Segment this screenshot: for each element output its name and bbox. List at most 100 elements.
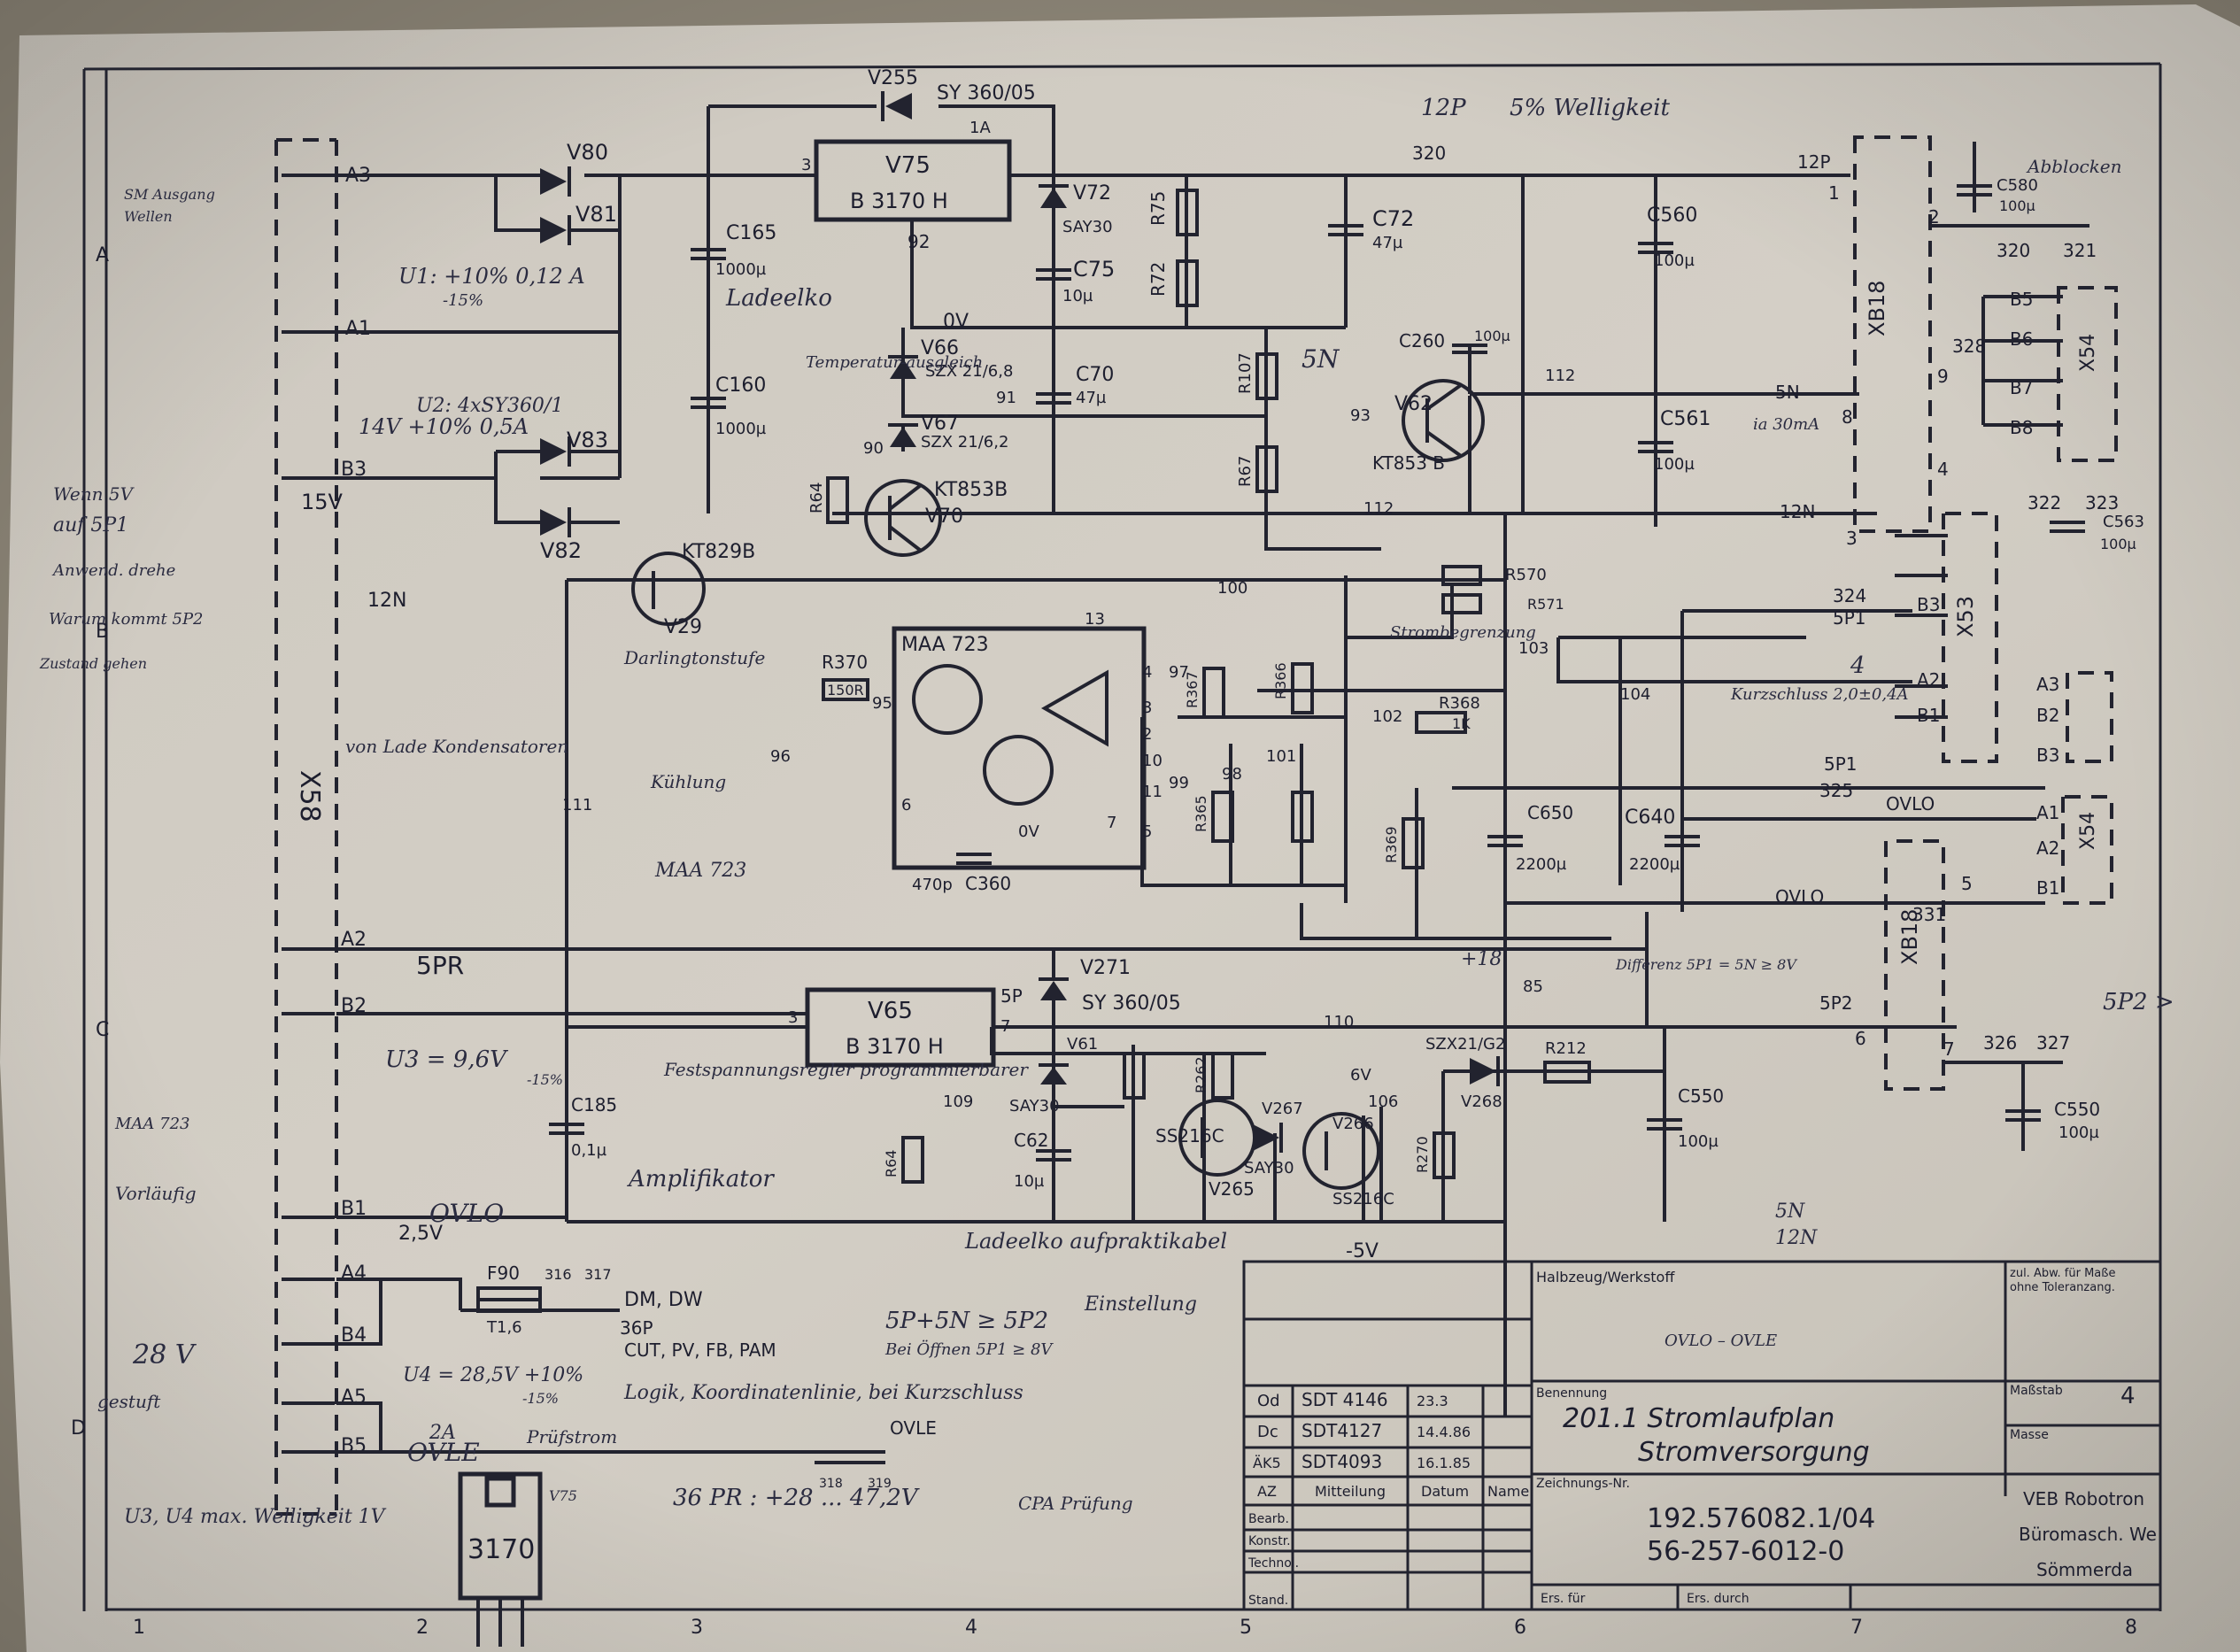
v29-label: V29	[664, 616, 702, 638]
diode-v255: V255 SY 360/05	[868, 67, 1036, 121]
x54-pin-a2: A2	[2036, 838, 2059, 859]
xb18-pin8: 8	[1842, 406, 1853, 428]
r366-label: R366	[1272, 662, 1289, 699]
net-112: 112	[1545, 367, 1575, 385]
tb-designation-2: Stromversorgung	[1638, 1437, 1870, 1468]
net-ovlo-right: OVLO	[1886, 793, 1935, 814]
tb-drawing-no-1: 192.576082.1/04	[1647, 1503, 1875, 1534]
note-welligkeit-1v: U3, U4 max. Welligkeit 1V	[124, 1506, 387, 1528]
r368-label: R368	[1439, 694, 1480, 713]
diode-v83	[540, 438, 567, 465]
grid-col-2: 2	[416, 1617, 429, 1639]
net-104: 104	[1620, 685, 1650, 704]
net-5p: 5P	[1000, 985, 1023, 1007]
net-102: 102	[1372, 707, 1402, 726]
tb-rev3-code: ÄK5	[1253, 1455, 1281, 1471]
net-12p-right: 12P	[1797, 151, 1831, 173]
ic-pin2: 2	[1142, 725, 1152, 744]
v267-type: SAY30	[1244, 1159, 1294, 1177]
c62-value: 10µ	[1014, 1172, 1045, 1191]
r370-label: R370	[822, 652, 868, 673]
transistor-v62: V62 KT853 B 93 112 112	[1350, 367, 1575, 518]
net-100: 100	[1217, 579, 1247, 598]
ic-name: MAA 723	[901, 634, 989, 656]
net-323: 323	[2085, 492, 2119, 513]
note-36pr: 36 PR : +28 ... 47,2V	[673, 1485, 920, 1511]
note-left-5: Zustand gehen	[39, 655, 147, 672]
c563-label: C563	[2103, 513, 2144, 531]
note-0v-ic: 0V	[1018, 822, 1039, 841]
r570-label: R570	[1505, 566, 1547, 584]
c360-value: 470p	[912, 876, 953, 894]
v75-name: V75	[885, 152, 931, 179]
net-109: 109	[943, 1092, 973, 1111]
net-322: 322	[2028, 492, 2061, 513]
title-block: Halbzeug/Werkstoff zul. Abw. für Maße oh…	[1242, 1260, 2162, 1611]
package-sketch: 3170 V75	[458, 1471, 577, 1647]
diode-v80	[540, 168, 567, 195]
net-320b: 320	[1997, 240, 2030, 261]
r571-label: R571	[1527, 596, 1564, 613]
pkg-label: 3170	[467, 1534, 535, 1565]
r107-label: R107	[1236, 352, 1255, 394]
v83-label: V83	[567, 428, 608, 452]
net-327: 327	[2036, 1032, 2070, 1054]
diode-v81	[540, 217, 567, 243]
x53-pin-b3: B3	[1917, 594, 1940, 615]
r107-r67: R107 R67 5N	[1236, 344, 1340, 493]
x54-top-label: X54	[2077, 334, 2099, 372]
net-318: 318	[819, 1477, 843, 1491]
c550-value: 100µ	[1678, 1132, 1719, 1151]
tb-drawing-no-label: Zeichnungs-Nr.	[1536, 1477, 1630, 1491]
r262-label: R262	[1193, 1056, 1209, 1093]
note-differenz: Differenz 5P1 = 5N ≥ 8V	[1615, 956, 1797, 973]
note-ia: ia 30mA	[1753, 415, 1819, 434]
c75-label: C75	[1073, 257, 1115, 282]
net-93: 93	[1350, 406, 1371, 425]
tb-col-name: Name	[1487, 1483, 1529, 1500]
tb-maker-2: Büromasch. We	[2019, 1524, 2157, 1545]
r64top-label: R64	[807, 482, 826, 513]
tb-rev1-msg: SDT 4146	[1302, 1389, 1388, 1410]
v267-label: V267	[1262, 1100, 1303, 1118]
v70-label: V70	[925, 506, 963, 528]
grid-col-8: 8	[2125, 1617, 2137, 1639]
net-106: 106	[1368, 1092, 1398, 1111]
note-u4: U4 = 28,5V +10%	[403, 1364, 583, 1386]
net-112b: 112	[1363, 499, 1394, 518]
v268-type: SZX21/G2	[1425, 1035, 1505, 1054]
v255-type: SY 360/05	[937, 82, 1036, 104]
wiring	[335, 104, 2045, 1454]
net-325: 325	[1819, 780, 1853, 801]
transistor-v29: KT829B V29 Darlingtonstufe	[623, 541, 765, 668]
v29-type: KT829B	[682, 541, 755, 563]
x58-label: X58	[294, 770, 325, 822]
net-92: 92	[908, 231, 930, 252]
net-331: 331	[1912, 904, 1946, 925]
diode-bridge: V80 V81 V83 V82	[494, 140, 620, 563]
ic-pin7: 7	[1107, 814, 1116, 832]
net-316: 316	[545, 1266, 572, 1283]
pkg-v75: V75	[549, 1487, 577, 1504]
right-side-caps: C580 100µ C563 100µ C550 100µ	[1930, 142, 2144, 1151]
net-labels-right: 320 321 320 322 323 324 325 326 327 328 …	[1412, 143, 2174, 1054]
net-317: 317	[584, 1266, 612, 1283]
v75-type: B 3170 H	[850, 189, 948, 213]
xb18-pin1: 1	[1828, 182, 1840, 204]
net-2-5v: 2,5V	[398, 1223, 443, 1245]
tb-maker-1: VEB Robotron	[2023, 1488, 2144, 1509]
r75-r72: R75 R72	[1147, 189, 1199, 307]
ic-pin3: 3	[1142, 699, 1152, 717]
r370-value: 150R	[827, 682, 864, 699]
note-u3b: -15%	[527, 1071, 563, 1088]
r75-label: R75	[1147, 191, 1169, 226]
v65-pin2: 7	[1000, 1017, 1010, 1036]
v81-label: V81	[575, 202, 617, 227]
net-36p: 36P	[620, 1317, 653, 1339]
net-5n-right: 5N	[1775, 382, 1800, 403]
c580-label: C580	[1997, 176, 2038, 195]
net-320: 320	[1412, 143, 1446, 164]
v66-v67: V66 SZX 21/6,8 V67 SZX 21/6,2 C70 47µ 91…	[863, 311, 1114, 458]
net-5p1-low: 5P1	[1824, 753, 1858, 775]
tb-tol-1: zul. Abw. für Maße	[2010, 1267, 2115, 1280]
